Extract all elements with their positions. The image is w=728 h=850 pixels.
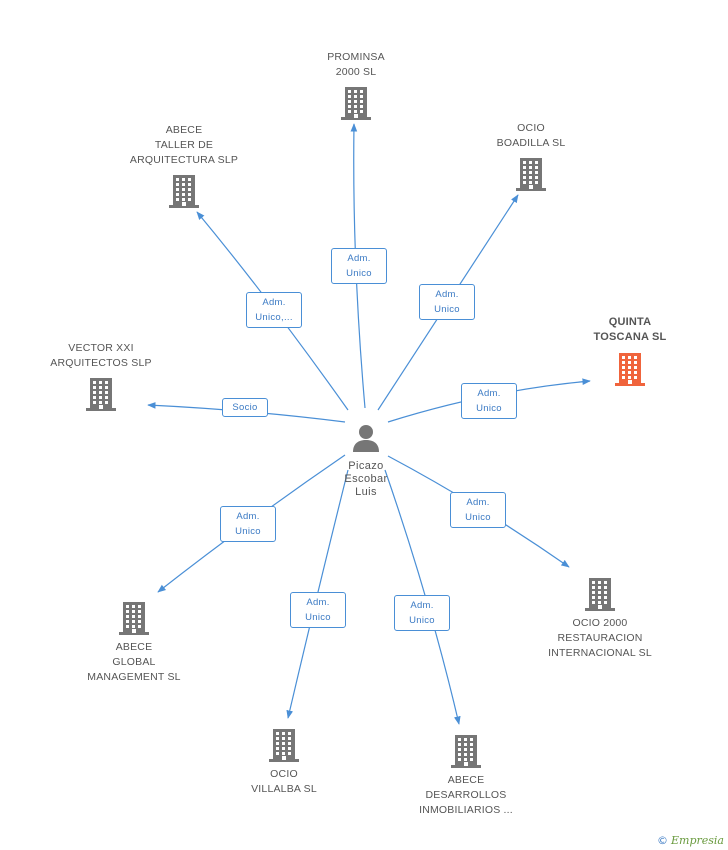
- person-name-line: Picazo: [348, 460, 384, 472]
- role-text: Adm.: [477, 388, 501, 399]
- company-label-line: VECTOR XXI: [68, 342, 134, 354]
- role-text: Adm.: [435, 289, 459, 300]
- building-icon: [451, 735, 481, 768]
- company-label[interactable]: ABECE TALLER DE ARQUITECTURA SLP: [84, 123, 284, 168]
- building-icon: [516, 158, 546, 191]
- role-text: Unico,...: [255, 312, 293, 323]
- company-label-line: OCIO: [517, 122, 545, 134]
- role-text: Unico: [476, 403, 502, 414]
- role-text: Unico: [235, 526, 261, 537]
- company-label-line: GLOBAL: [112, 656, 156, 668]
- company-label-line: ARQUITECTURA SLP: [129, 154, 239, 166]
- building-icon-wrap: [84, 376, 118, 417]
- building-icon-wrap: [583, 576, 617, 617]
- building-icon-wrap: [514, 156, 548, 197]
- building-icon: [169, 175, 199, 208]
- company-label-line: BOADILLA SL: [496, 137, 566, 149]
- building-icon: [86, 378, 116, 411]
- building-icon: [615, 353, 645, 386]
- brand-credit: ©Empresia: [657, 834, 724, 847]
- company-label-line: RESTAURACION: [557, 632, 643, 644]
- company-label-line: OCIO 2000: [572, 617, 628, 629]
- role-text: Unico: [346, 268, 372, 279]
- building-icon-wrap: [449, 733, 483, 774]
- role-text: Unico: [434, 304, 460, 315]
- company-label[interactable]: PROMINSA 2000 SL: [256, 50, 456, 80]
- company-label[interactable]: VECTOR XXI ARQUITECTOS SLP: [1, 341, 201, 371]
- company-label-line: ABECE: [115, 641, 153, 653]
- company-label-line: TOSCANA SL: [593, 331, 667, 343]
- building-icon-wrap: [613, 351, 647, 392]
- role-badge-ocio-2000[interactable]: Adm. Unico: [450, 492, 506, 528]
- role-badge-ocio-boadilla[interactable]: Adm. Unico: [419, 284, 475, 320]
- building-icon-wrap: [267, 727, 301, 768]
- company-label[interactable]: QUINTA TOSCANA SL: [530, 315, 728, 345]
- building-icon-wrap: [167, 173, 201, 214]
- company-label-line: ARQUITECTOS SLP: [50, 357, 152, 369]
- company-label-line: VILLALBA SL: [251, 783, 317, 795]
- role-badge-quinta-toscana[interactable]: Adm. Unico: [461, 383, 517, 419]
- role-text: Adm.: [410, 600, 434, 611]
- role-text: Adm.: [347, 253, 371, 264]
- role-text: Adm.: [306, 597, 330, 608]
- company-label-line: 2000 SL: [335, 66, 377, 78]
- role-badge-ocio-villalba[interactable]: Adm. Unico: [290, 592, 346, 628]
- role-text: Adm.: [262, 297, 286, 308]
- company-label-line: TALLER DE: [154, 139, 214, 151]
- role-badge-abece-desarrollos[interactable]: Adm. Unico: [394, 595, 450, 631]
- company-label-line: MANAGEMENT SL: [87, 671, 181, 683]
- person-name-line: Luis: [355, 486, 377, 498]
- building-icon: [269, 729, 299, 762]
- company-label-line: PROMINSA: [327, 51, 385, 63]
- role-badge-prominsa[interactable]: Adm. Unico: [331, 248, 387, 284]
- role-text: Adm.: [236, 511, 260, 522]
- copyright-symbol: ©: [657, 834, 668, 847]
- company-label-line: QUINTA: [608, 316, 652, 328]
- company-label-line: ABECE: [447, 774, 485, 786]
- role-text: Unico: [465, 512, 491, 523]
- building-icon: [341, 87, 371, 120]
- company-label[interactable]: OCIO VILLALBA SL: [184, 767, 384, 797]
- role-badge-abece-taller[interactable]: Adm. Unico,...: [246, 292, 302, 328]
- company-label[interactable]: ABECE GLOBAL MANAGEMENT SL: [34, 640, 234, 685]
- company-label-line: ABECE: [165, 124, 203, 136]
- role-text: Unico: [305, 612, 331, 623]
- person-icon: [353, 425, 379, 452]
- role-text: Unico: [409, 615, 435, 626]
- company-label-line: INTERNACIONAL SL: [548, 647, 652, 659]
- company-label-line: OCIO: [270, 768, 298, 780]
- company-label-line: DESARROLLOS: [425, 789, 507, 801]
- role-text: Socio: [232, 401, 258, 413]
- building-icon: [585, 578, 615, 611]
- person-name-line: Escobar: [344, 473, 388, 485]
- company-label[interactable]: ABECE DESARROLLOS INMOBILIARIOS ...: [366, 773, 566, 818]
- company-label[interactable]: OCIO BOADILLA SL: [431, 121, 631, 151]
- role-text: Adm.: [466, 497, 490, 508]
- role-badge-vector-xxi[interactable]: Socio: [222, 397, 268, 417]
- building-icon-wrap: [117, 600, 151, 641]
- building-icon-wrap: [339, 85, 373, 126]
- brand-name: Empresia: [671, 834, 724, 847]
- role-badge-abece-global[interactable]: Adm. Unico: [220, 506, 276, 542]
- building-icon: [119, 602, 149, 635]
- company-label-line: INMOBILIARIOS ...: [419, 804, 513, 816]
